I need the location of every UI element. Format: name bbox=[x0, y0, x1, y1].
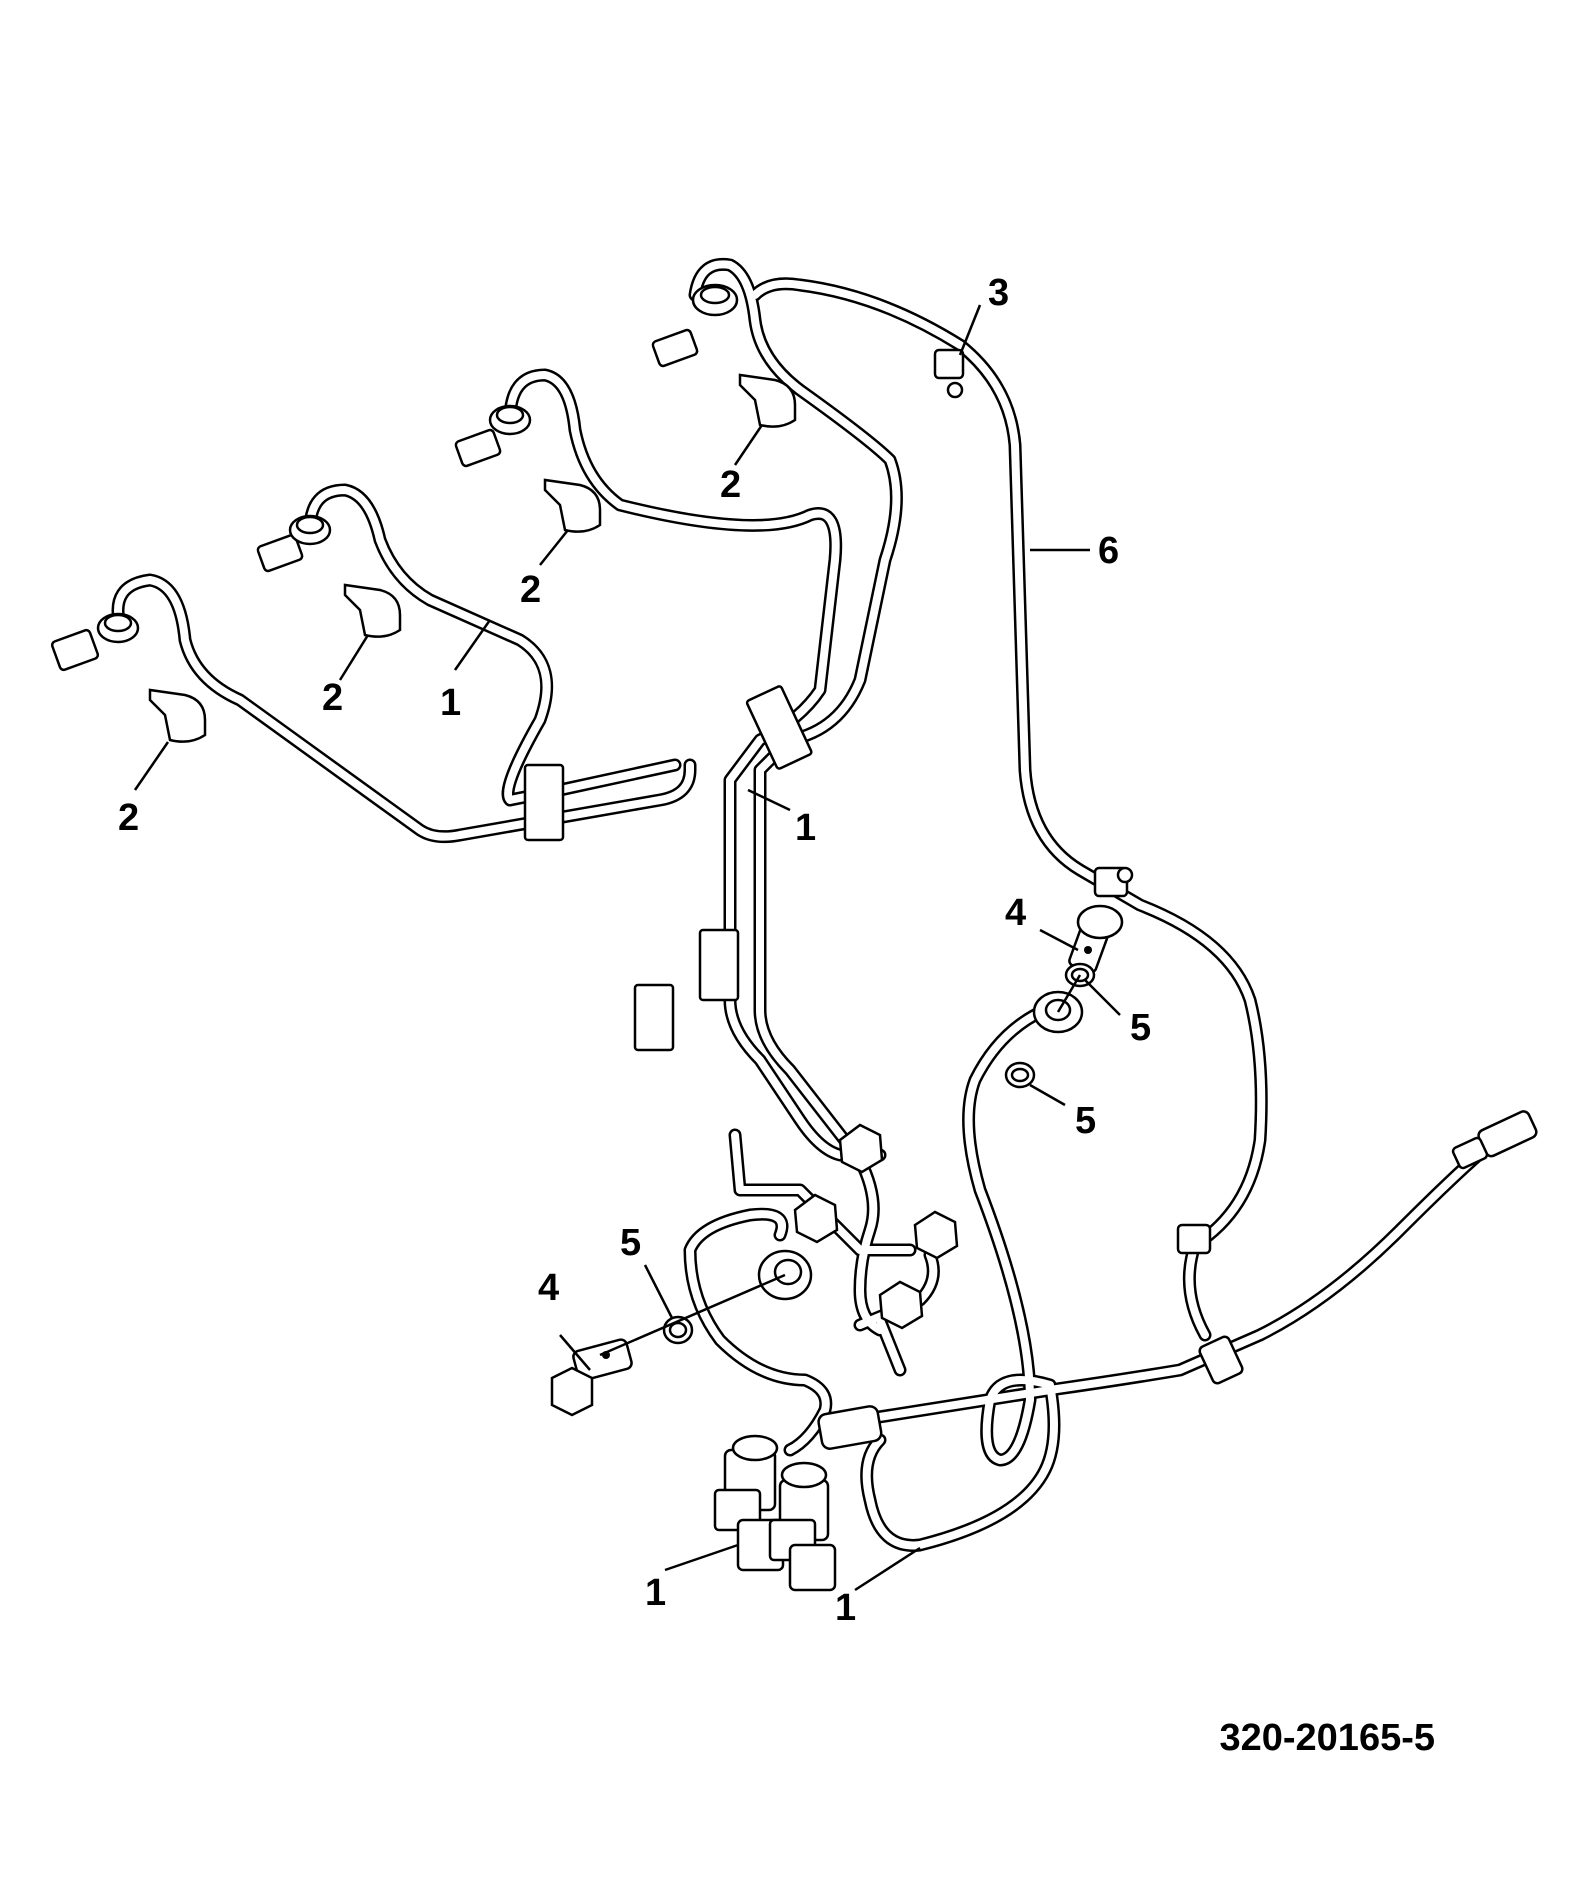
hex-nut-d bbox=[878, 1280, 924, 1330]
clip-2-d bbox=[738, 373, 797, 428]
callout-1-middle: 1 bbox=[795, 807, 816, 849]
tube-bracket-b bbox=[745, 685, 813, 770]
leader-lines bbox=[133, 304, 1121, 1592]
banjo-bolt-lower bbox=[550, 1338, 633, 1417]
callout-2-c: 2 bbox=[520, 569, 541, 611]
callout-5-upper: 5 bbox=[1130, 1007, 1151, 1049]
washer-5-middle bbox=[1004, 1061, 1036, 1089]
callout-2-a: 2 bbox=[118, 797, 139, 839]
injector-fitting-3 bbox=[454, 404, 532, 468]
callout-2-d: 2 bbox=[720, 464, 741, 506]
tube-inner bbox=[118, 264, 1490, 1545]
callout-2-b: 2 bbox=[322, 677, 343, 719]
injector-fitting-2 bbox=[256, 514, 332, 573]
callout-1-lower-right: 1 bbox=[835, 1587, 856, 1629]
tube-bracket-c bbox=[698, 928, 740, 1002]
tube-outline bbox=[118, 264, 1490, 1545]
banjo-bolt-upper bbox=[1068, 904, 1124, 974]
callout-1-lower-left: 1 bbox=[645, 1572, 666, 1614]
tube-bracket-d bbox=[633, 983, 675, 1052]
return-line-clamp bbox=[1093, 866, 1134, 898]
document-number: 320-20165-5 bbox=[1219, 1717, 1435, 1759]
quick-connector bbox=[817, 1405, 883, 1450]
callout-5-middle: 5 bbox=[1075, 1100, 1096, 1142]
clip-2-b bbox=[343, 583, 402, 638]
hex-nut-c bbox=[913, 1210, 959, 1260]
connector-block-left bbox=[713, 1434, 785, 1572]
callout-5-lower: 5 bbox=[620, 1222, 641, 1264]
callout-1-upper: 1 bbox=[440, 682, 461, 724]
feed-line-clamp bbox=[1176, 1223, 1212, 1255]
hex-nut-b bbox=[793, 1193, 839, 1244]
callout-4-lower: 4 bbox=[538, 1267, 559, 1309]
callout-4-upper: 4 bbox=[1005, 892, 1026, 934]
callout-6: 6 bbox=[1098, 530, 1119, 572]
feed-line-end-fitting bbox=[1451, 1110, 1538, 1170]
injector-fitting-1 bbox=[50, 612, 140, 672]
clip-2-a bbox=[148, 688, 207, 743]
feed-line-coupler bbox=[1198, 1335, 1244, 1385]
connector-block-right bbox=[768, 1461, 837, 1592]
clip-2-c bbox=[543, 478, 602, 533]
clamp-3 bbox=[933, 348, 965, 399]
hex-nut-a bbox=[838, 1123, 884, 1174]
callout-3: 3 bbox=[988, 272, 1009, 314]
assembly-line-lower bbox=[599, 1273, 786, 1357]
injector-fitting-4 bbox=[651, 283, 739, 368]
tube-bracket-a bbox=[523, 763, 565, 842]
assembly-line-upper bbox=[1056, 974, 1082, 1013]
